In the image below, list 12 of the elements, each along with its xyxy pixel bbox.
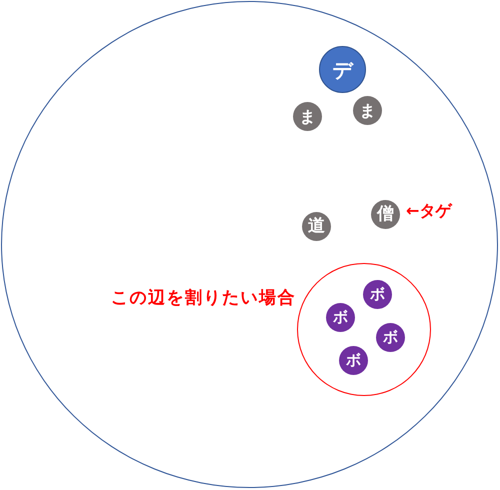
letter-circle: ボ bbox=[326, 303, 355, 332]
letter-circle: ボ bbox=[363, 280, 392, 309]
letter-circle: 僧 bbox=[371, 200, 400, 229]
annotation-text: ←タゲ bbox=[406, 203, 452, 219]
letter-circle: ま bbox=[293, 102, 322, 131]
letter-circle: 道 bbox=[302, 212, 331, 241]
letter-circle: ま bbox=[353, 96, 382, 125]
letter-circle: ボ bbox=[339, 346, 368, 375]
letter-circle: ボ bbox=[376, 323, 405, 352]
selection-circle bbox=[297, 263, 431, 396]
annotation-text: この辺を割りたい場合 bbox=[111, 290, 296, 307]
letter-circle: デ bbox=[319, 46, 366, 93]
